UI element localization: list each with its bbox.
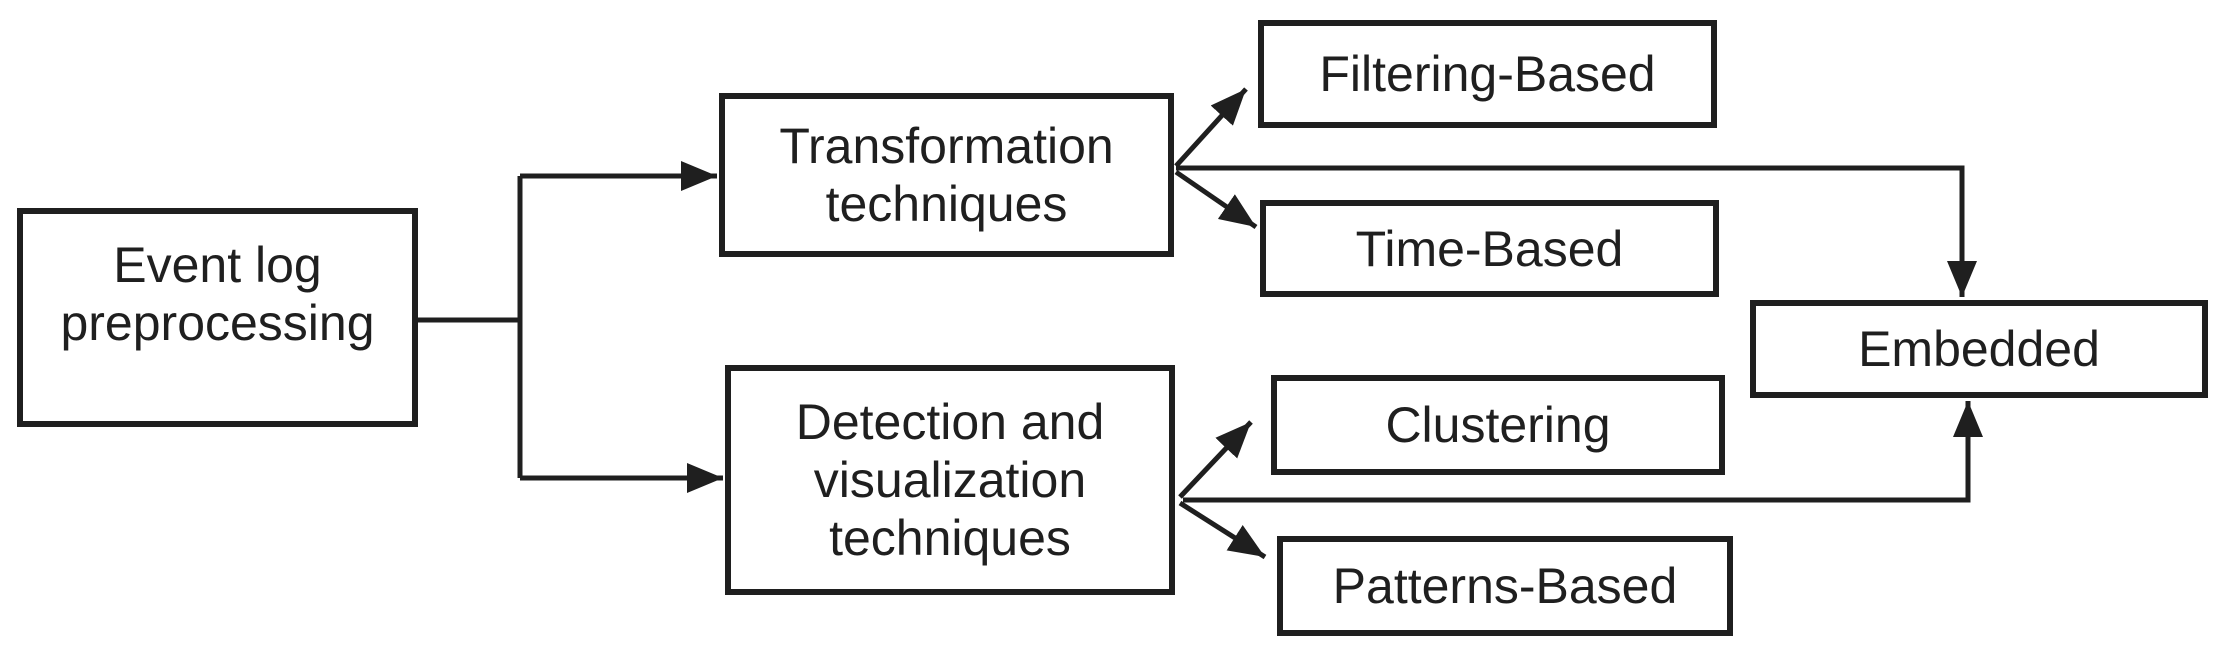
connector-transformation-filtering — [1174, 87, 1248, 168]
connector-detection-clustering — [1178, 420, 1253, 499]
node-filtering-based: Filtering-Based — [1258, 20, 1717, 128]
connector-transformation-embedded — [1176, 165, 1977, 297]
connector-detection-embedded — [1183, 401, 1983, 503]
connector-transformation-time — [1174, 169, 1258, 230]
node-event-log-preprocessing-label: Event log preprocessing — [60, 237, 375, 351]
node-embedded: Embedded — [1750, 300, 2208, 398]
node-time-based: Time-Based — [1260, 200, 1719, 297]
node-event-log-preprocessing: Event log preprocessing — [17, 208, 418, 427]
node-embedded-label: Embedded — [1858, 321, 2100, 377]
node-clustering: Clustering — [1271, 375, 1725, 475]
node-patterns-based-label: Patterns-Based — [1332, 558, 1678, 614]
node-transformation-techniques-label: Transformation techniques — [779, 118, 1114, 232]
node-detection-visualization-techniques-label: Detection and visualization techniques — [795, 394, 1105, 566]
node-time-based-label: Time-Based — [1355, 220, 1624, 277]
node-patterns-based: Patterns-Based — [1277, 536, 1733, 636]
node-clustering-label: Clustering — [1385, 397, 1611, 453]
node-transformation-techniques: Transformation techniques — [719, 93, 1174, 257]
node-detection-visualization-techniques: Detection and visualization techniques — [725, 365, 1175, 595]
connector-detection-patterns — [1178, 500, 1267, 560]
node-filtering-based-label: Filtering-Based — [1319, 46, 1656, 102]
